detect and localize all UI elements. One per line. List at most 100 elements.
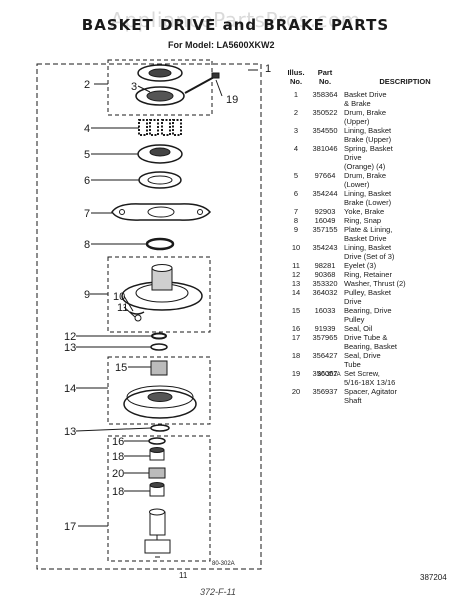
illus-no: 10	[291, 243, 301, 252]
parts-row: 19 356057 Set Screw, 5/16-18X 13/16	[286, 369, 466, 387]
yoke-bolt-hole	[119, 209, 125, 215]
part-description: Eyelet (3)	[344, 261, 377, 270]
part-no: 364032	[312, 288, 338, 297]
drive-plate-hub-top	[151, 264, 173, 272]
part-no: 381046	[312, 144, 338, 153]
part-no: 354244	[312, 189, 338, 198]
illus-no: 12	[291, 270, 301, 279]
callout-label: 10	[113, 291, 125, 303]
lining-lower	[138, 171, 182, 189]
part-description: Lining, Basket Brake (Lower)	[344, 189, 392, 207]
part-no: 357965	[312, 333, 338, 342]
part-no: 16049	[314, 216, 336, 225]
drive-tube-seal-upper-top	[149, 447, 165, 453]
part-no: 350522	[312, 108, 338, 117]
lining-upper	[135, 86, 185, 106]
callout-label: 11	[117, 302, 128, 314]
callout-label: 17	[64, 521, 76, 533]
illus-no: 4	[293, 144, 299, 153]
part-no: 97664	[314, 171, 336, 180]
callout-label: 7	[84, 208, 90, 220]
part-description: Seal, Oil	[344, 324, 373, 333]
drawing-code: 80-302A	[318, 372, 341, 378]
drive-tube-bearing	[144, 539, 171, 554]
springs	[138, 119, 182, 136]
parts-row: 14 364032 Pulley, Basket Drive	[286, 288, 466, 306]
part-no-header: Part No.	[317, 68, 333, 86]
callout-label: 13	[64, 342, 76, 354]
snap-ring	[145, 237, 175, 251]
callout-label: 5	[84, 149, 90, 161]
drive-pulley-bearing	[150, 360, 168, 376]
callout-label: 14	[64, 383, 76, 395]
thrust-washer-lower	[150, 424, 170, 432]
brake-drum-upper-hub	[148, 68, 172, 78]
part-no: 356057	[312, 369, 338, 378]
part-description: Plate & Lining, Basket Drive	[344, 225, 393, 243]
callout-label: 1	[265, 63, 271, 75]
callout-label: 15	[115, 362, 127, 374]
brake-drum-lower-hub	[149, 147, 171, 157]
part-description: Ring, Retainer	[344, 270, 392, 279]
callout-label: 6	[84, 175, 90, 187]
callout-label: 20	[112, 468, 124, 480]
illus-no: 7	[293, 207, 299, 216]
lining-lower-inner	[147, 175, 173, 185]
callout-label: 18	[112, 451, 124, 463]
illus-no: 8	[293, 216, 299, 225]
part-description: Washer, Thrust (2)	[344, 279, 406, 288]
illus-no: 9	[293, 225, 299, 234]
callout-label: 8	[84, 239, 90, 251]
part-no: 356937	[312, 387, 338, 396]
illus-no: 3	[293, 126, 299, 135]
pulley	[123, 389, 197, 419]
part-no: 353320	[312, 279, 338, 288]
illus-no: 14	[291, 288, 301, 297]
callout-label: 4	[84, 123, 90, 135]
agitator-spacer	[148, 467, 166, 479]
illus-no-header: Illus. No.	[287, 68, 305, 86]
part-no: 357155	[312, 225, 338, 234]
part-no: 358364	[312, 90, 338, 99]
part-description: Bearing, Drive Pulley	[344, 306, 392, 324]
drive-tube-seal-lower-top	[149, 482, 165, 488]
part-no: 354550	[312, 126, 338, 135]
catalog-number: 387204	[420, 573, 447, 582]
part-no: 92903	[314, 207, 336, 216]
part-description: Set Screw, 5/16-18X 13/16	[344, 369, 396, 387]
part-description: Pulley, Basket Drive	[344, 288, 391, 306]
drawing-code: 80-302A	[212, 561, 235, 567]
pulley-box	[107, 356, 211, 425]
callout-label: 12	[64, 331, 76, 343]
drive-lining	[129, 311, 145, 315]
part-description: Yoke, Brake	[344, 207, 385, 216]
watermark: AppliancePartsPros.com	[110, 8, 361, 32]
drive-tube-box	[107, 435, 211, 562]
part-description: Drive Tube & Bearing, Basket	[344, 333, 397, 351]
part-no: 16033	[314, 306, 336, 315]
callout-label: 19	[226, 94, 238, 106]
upper-box	[107, 59, 213, 116]
parts-list-header: Illus. No. Part No. DESCRIPTION	[286, 68, 466, 86]
illus-no: 19	[291, 369, 301, 378]
pulley-hub	[147, 392, 173, 402]
part-description: Seal, Drive Tube	[344, 351, 381, 369]
part-description: Drum, Brake (Upper)	[344, 108, 387, 126]
